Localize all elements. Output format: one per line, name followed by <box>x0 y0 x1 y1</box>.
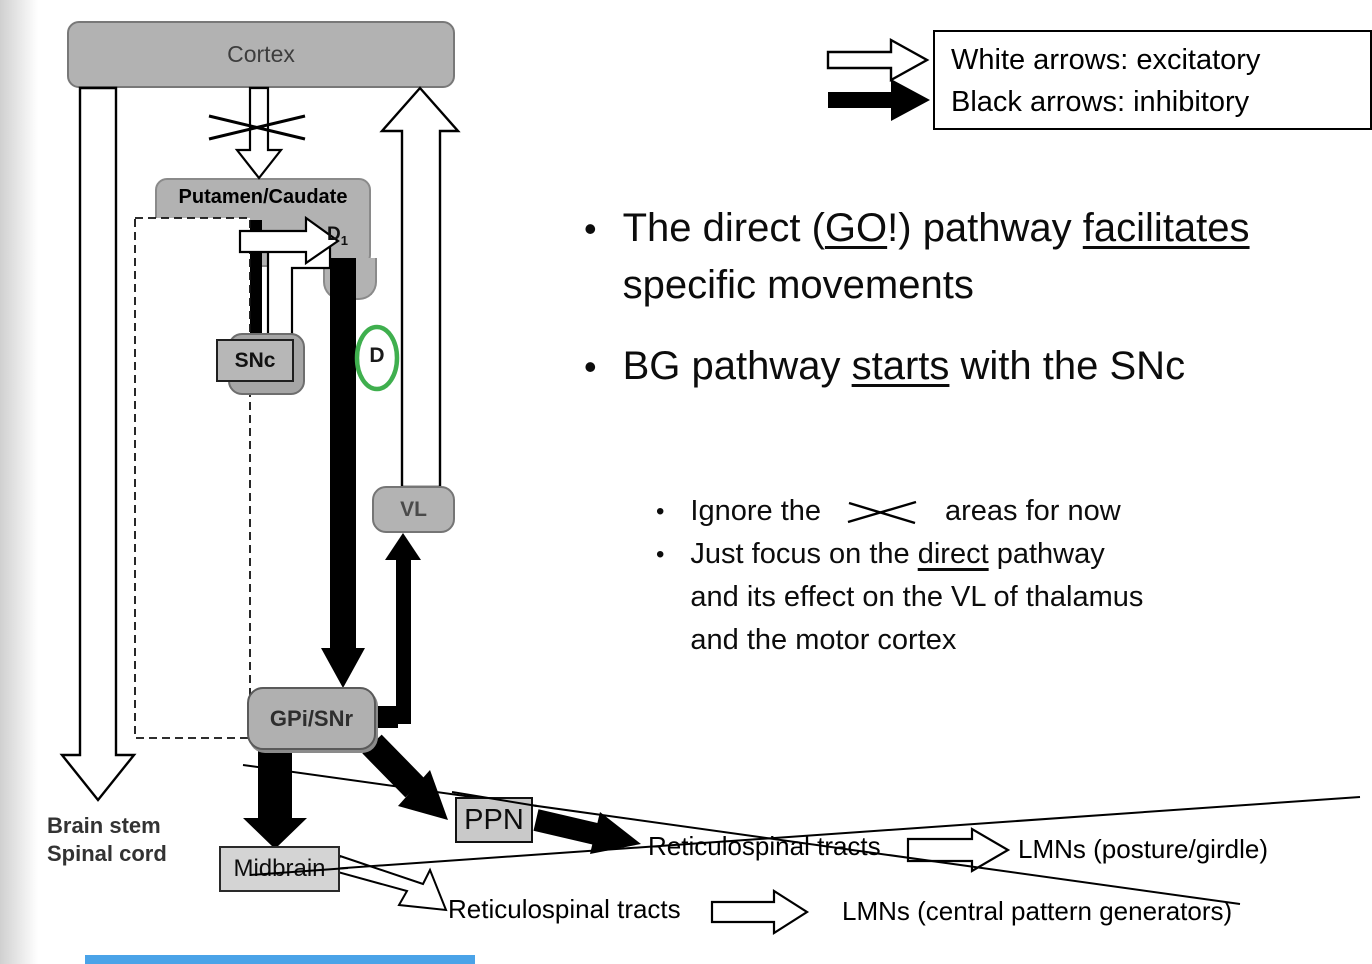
bullet-bg-pathway: • BG pathway starts with the SNc <box>584 338 1185 395</box>
cortex-to-putamen-white-arrow <box>234 86 284 180</box>
underline-starts: starts <box>851 344 950 388</box>
legend-black-text: Black arrows: inhibitory <box>951 86 1250 118</box>
bullet-dot: • <box>584 208 597 249</box>
node-gpi-snr-label: GPi/SNr <box>269 705 354 731</box>
node-snc: SNc <box>216 339 294 382</box>
gpi-to-ppn-head <box>398 770 448 820</box>
gpi-to-ppn-shaft <box>362 734 425 798</box>
legend-white-text: White arrows: excitatory <box>951 44 1261 76</box>
green-circle-d <box>354 324 400 392</box>
gpi-to-vl-shaft <box>396 556 411 724</box>
bullet-dot: • <box>656 498 665 525</box>
subbullet-line3: and the motor cortex <box>690 624 957 656</box>
brainstem-spinal-label: Brain stem Spinal cord <box>47 812 167 868</box>
bullet-line2: specific movements <box>622 263 974 307</box>
bullet-dot: • <box>584 346 597 387</box>
underline-direct: direct <box>917 538 989 570</box>
crossed-out-icon <box>847 500 917 525</box>
subbullet-line2: and its effect on the VL of thalamus <box>690 581 1144 613</box>
underline-facilitates: facilitates <box>1082 206 1250 250</box>
reticulospinal-to-lmn-cpg-white-arrow <box>710 888 810 936</box>
reticulospinal-upper-label: Reticulospinal tracts <box>648 831 881 861</box>
snc-to-d1-white-elbow-arrow <box>266 242 332 340</box>
dopamine-d-label: D <box>369 344 385 367</box>
legend-box: White arrows: excitatory Black arrows: i… <box>933 30 1372 130</box>
legend-black-arrow-icon <box>828 79 930 121</box>
node-putamen-caudate-label: Putamen/Caudate <box>178 186 348 208</box>
lmn-cpg-label: LMNs (central pattern generators) <box>842 896 1233 926</box>
node-gpi-snr: GPi/SNr <box>247 687 376 750</box>
node-midbrain-label: Midbrain <box>233 855 326 882</box>
spinalcord-line: Spinal cord <box>47 841 167 866</box>
crossed-out-mark-top <box>208 114 306 141</box>
underline-go: GO <box>824 206 888 250</box>
putamen-to-d1-white-arrow <box>238 215 340 266</box>
node-cortex: Cortex <box>67 21 455 88</box>
long-cross-line-a <box>242 764 1241 905</box>
bottom-blue-strip <box>85 955 475 964</box>
bullet-direct-pathway: • The direct (GO!) pathway facilitates s… <box>584 200 1250 314</box>
node-midbrain: Midbrain <box>219 846 340 892</box>
page-edge-gradient <box>0 0 38 964</box>
gpi-to-midbrain-shaft <box>258 750 292 820</box>
cortex-to-brainstem-white-arrow <box>59 86 137 802</box>
node-ppn: PPN <box>455 797 533 843</box>
legend-white-arrow-icon <box>826 37 930 83</box>
gpi-to-midbrain-head <box>243 818 307 849</box>
node-vl: VL <box>372 486 455 533</box>
dashed-indirect-area-box <box>134 217 251 739</box>
node-snc-label: SNc <box>234 348 276 372</box>
subbullet-ignore: • Ignore the areas for now <box>656 490 1121 533</box>
subbullet-focus-direct: • Just focus on the direct pathway and i… <box>656 533 1143 662</box>
ppn-to-reticulospinal-shaft <box>533 809 599 845</box>
d1-to-gpi-black-arrow-shaft <box>330 258 356 650</box>
d1-to-gpi-black-arrow-head <box>321 648 365 688</box>
brainstem-line: Brain stem <box>47 813 161 838</box>
gpi-to-vl-head <box>385 533 421 560</box>
bullet-dot: • <box>656 541 665 568</box>
reticulospinal-lower-label: Reticulospinal tracts <box>448 894 681 924</box>
node-ppn-label: PPN <box>464 803 524 836</box>
node-vl-label: VL <box>400 497 427 521</box>
ppn-to-reticulospinal-head <box>590 812 641 854</box>
lmn-posture-label: LMNs (posture/girdle) <box>1018 834 1268 864</box>
long-cross-line-b <box>244 796 1361 876</box>
d1-receptor-label: D1 <box>327 224 348 248</box>
vl-to-cortex-white-arrow <box>379 86 461 489</box>
node-cortex-label: Cortex <box>227 41 295 67</box>
